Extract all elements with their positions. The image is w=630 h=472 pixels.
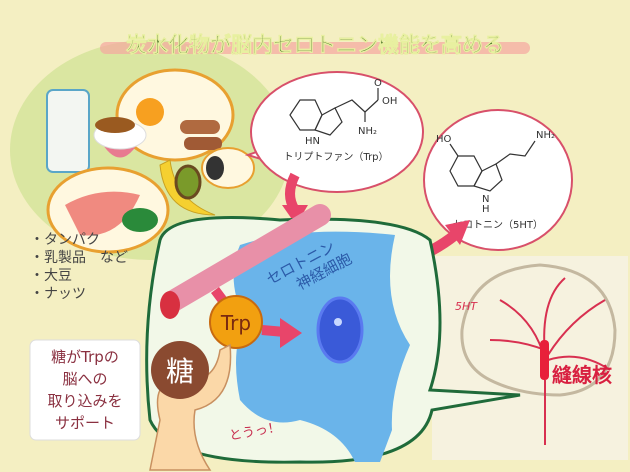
brain-5ht-label: 5HT bbox=[455, 300, 478, 313]
egg-yolk bbox=[136, 98, 164, 126]
tryptophan-label: トリプトファン（Trp） bbox=[283, 151, 388, 163]
sausage bbox=[184, 137, 222, 150]
milk-glass bbox=[46, 89, 90, 173]
svg-text:・乳製品 など: ・乳製品 など bbox=[30, 250, 128, 266]
sugar-ball-label: 糖 bbox=[166, 355, 194, 388]
brain-outline bbox=[460, 263, 617, 397]
sugar-ball bbox=[151, 341, 209, 399]
sausage bbox=[180, 120, 220, 134]
svg-text:・タンパク: ・タンパク bbox=[30, 232, 100, 248]
title-highlight bbox=[100, 42, 530, 54]
svg-text:NH₂: NH₂ bbox=[358, 126, 377, 137]
natto bbox=[95, 117, 135, 133]
svg-text:取り込みを: 取り込みを bbox=[47, 392, 122, 410]
svg-text:HN: HN bbox=[305, 136, 320, 147]
svg-text:HO: HO bbox=[436, 134, 452, 145]
svg-text:O: O bbox=[374, 78, 382, 89]
trp-ball bbox=[209, 295, 263, 349]
tryptophan-bubble: O OH NH₂ HN トリプトファン（Trp） bbox=[244, 71, 424, 193]
kiwi bbox=[174, 164, 202, 200]
trp-ball-label: Trp bbox=[220, 311, 251, 335]
serotonin-bubble: HO NH₂ N H セロトニン（5HT） bbox=[423, 109, 573, 251]
food-illustration bbox=[46, 68, 255, 254]
page-title: 炭水化物が脳内セロトニン機能を高める bbox=[126, 33, 504, 57]
svg-text:・ナッツ: ・ナッツ bbox=[30, 286, 86, 302]
svg-text:脳への: 脳への bbox=[62, 370, 107, 388]
svg-text:・大豆: ・大豆 bbox=[30, 268, 72, 284]
svg-text:糖がTrpの: 糖がTrpの bbox=[51, 348, 119, 366]
serotonin-label: セロトニン（5HT） bbox=[453, 219, 543, 231]
raphe-nucleus-label: 縫線核 bbox=[552, 363, 612, 387]
spinach bbox=[122, 208, 158, 232]
salmon bbox=[65, 191, 140, 236]
arrow-down bbox=[285, 172, 300, 213]
svg-text:H: H bbox=[482, 204, 490, 215]
brain-panel bbox=[432, 256, 628, 460]
blood-vessel bbox=[164, 204, 331, 311]
seeds bbox=[206, 156, 224, 180]
svg-text:OH: OH bbox=[382, 96, 397, 107]
food-list: ・タンパク ・乳製品 など ・大豆 ・ナッツ bbox=[30, 232, 128, 302]
note-box bbox=[29, 339, 141, 441]
raphe-nucleus-mark bbox=[540, 340, 549, 380]
svg-text:サポート: サポート bbox=[55, 414, 115, 432]
nucleus bbox=[316, 296, 364, 364]
svg-text:N: N bbox=[482, 194, 489, 205]
banana bbox=[159, 159, 216, 216]
svg-text:NH₂: NH₂ bbox=[536, 130, 555, 141]
